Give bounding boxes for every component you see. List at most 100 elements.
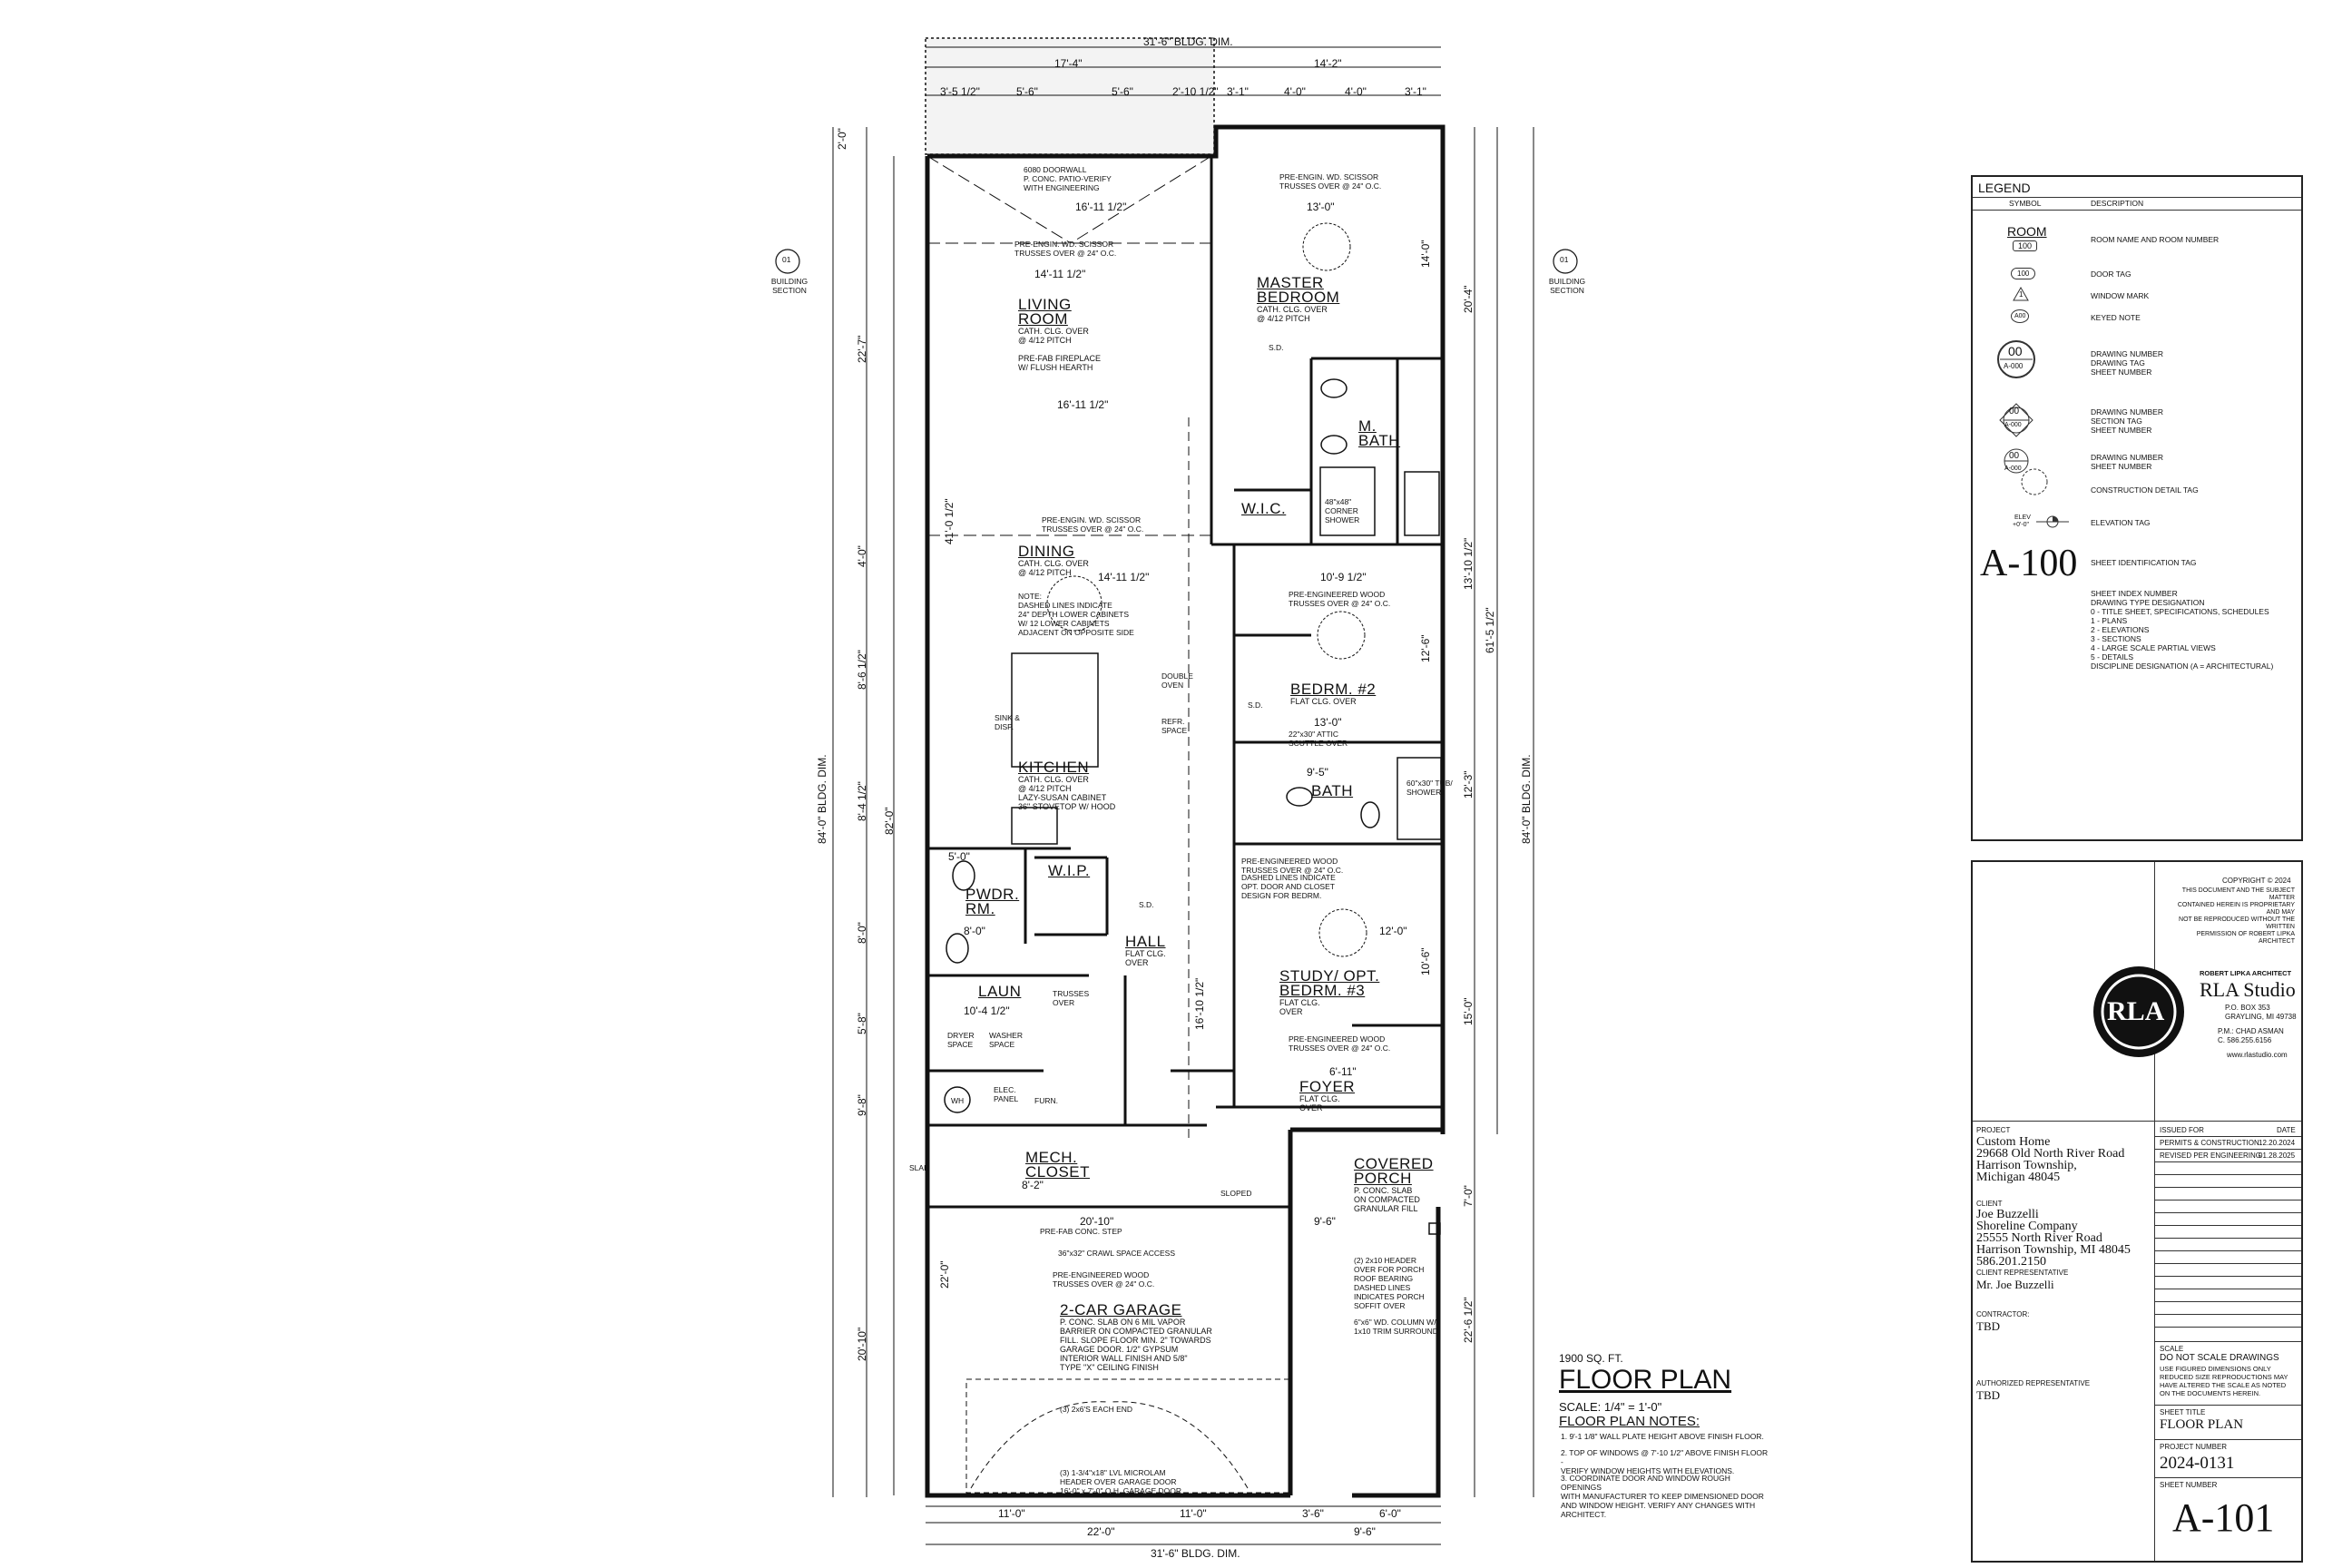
room-wic: W.I.C. (1241, 501, 1286, 516)
ceiling-fan-symbols (1046, 222, 1367, 957)
interior-dim: 10'-4 1/2" (964, 1004, 1010, 1017)
client-label: CLIENT (1976, 1200, 2003, 1208)
interior-dim: 13'-0" (1314, 716, 1342, 729)
project-info: Custom Home 29668 Old North River Road H… (1976, 1135, 2125, 1184)
interior-dim: 12'-0" (1379, 925, 1407, 937)
room-kitchen: KITCHEN CATH. CLG. OVER @ 4/12 PITCH LAZ… (1018, 760, 1115, 811)
bottom-sub-dim: 9'-6" (1354, 1525, 1376, 1538)
smoke-detector-note-3: S.D. (1139, 900, 1154, 909)
attic-note: 22"x30" ATTIC SCUTTLE OVER (1289, 730, 1348, 748)
room-study: STUDY/ OPT. BEDRM. #3 FLAT CLG. OVER (1279, 967, 1380, 1016)
room-wip: W.I.P. (1048, 863, 1090, 878)
tub-note: 60"x30" TUB/ SHOWER (1406, 779, 1453, 797)
room-notes: CATH. CLG. OVER @ 4/12 PITCH LAZY-SUSAN … (1018, 775, 1116, 811)
bottom-sub-dim: 22'-0" (1087, 1525, 1115, 1538)
dimension-lines (832, 46, 1534, 1545)
interior-dim: 8'-2" (1022, 1179, 1044, 1191)
truss-note-dining: PRE-ENGIN. WD. SCISSOR TRUSSES OVER @ 24… (1042, 515, 1144, 534)
left-dim: 9'-8" (856, 1094, 868, 1116)
legend-room-word: ROOM (2007, 224, 2047, 239)
washer-note: WASHER SPACE (989, 1031, 1023, 1049)
section-tag-left-label: BUILDING SECTION (770, 277, 808, 295)
top-seg-dim: 4'-0" (1284, 85, 1306, 98)
plan-note-3: 3. COORDINATE DOOR AND WINDOW ROUGH OPEN… (1561, 1474, 1764, 1519)
issue-label: PERMITS & CONSTRUCTION (2160, 1139, 2259, 1147)
column-note: 6"x6" WD. COLUMN W/ 1x10 TRIM SURROUND (1354, 1318, 1438, 1336)
room-name: LAUN (978, 983, 1022, 1000)
architect-name: ROBERT LIPKA ARCHITECT (2200, 969, 2292, 977)
interior-dim: 9'-5" (1307, 766, 1328, 779)
room-dining: DINING CATH. CLG. OVER @ 4/12 PITCH (1018, 544, 1089, 577)
drawing-tag-l1: DRAWING NUMBER (2091, 349, 2163, 358)
room-name-2: ROOM (1018, 310, 1068, 328)
step-note: PRE-FAB CONC. STEP (1040, 1227, 1122, 1236)
interior-dim: 41'-0 1/2" (943, 498, 956, 544)
detail-tag-icon (2004, 448, 2048, 495)
right-dim: 12'-3" (1462, 770, 1475, 799)
room-name-2: BATH (1358, 432, 1401, 449)
plan-notes-title: FLOOR PLAN NOTES: (1559, 1414, 1700, 1429)
issued-label: ISSUED FOR (2160, 1126, 2204, 1134)
top-left-sub-dim: 17'-4" (1054, 57, 1083, 70)
auth-rep: TBD (1976, 1388, 2000, 1402)
project-number: 2024-0131 (2160, 1454, 2235, 1473)
project-number-label: PROJECT NUMBER (2160, 1443, 2228, 1451)
interior-dim: 14'-0" (1419, 240, 1432, 268)
room-powder: PWDR. RM. (965, 887, 1019, 916)
room-notes: CATH. CLG. OVER @ 4/12 PITCH (1018, 559, 1089, 577)
plan-scale: SCALE: 1/4" = 1'-0" (1559, 1400, 1662, 1414)
room-laundry: LAUN (978, 983, 1022, 1000)
drawing-tag-sheet: A-000 (2004, 362, 2024, 370)
elec-panel-note: ELEC. PANEL (994, 1085, 1019, 1103)
room-bedroom-2: BEDRM. #2 FLAT CLG. OVER (1290, 681, 1376, 706)
room-mech-closet: MECH. CLOSET (1025, 1149, 1090, 1180)
room-notes: P. CONC. SLAB ON 6 MIL VAPOR BARRIER ON … (1060, 1318, 1212, 1372)
legend-desc-keyed: KEYED NOTE (2091, 313, 2141, 322)
legend-room-num: 100 (2013, 240, 2038, 251)
right-building-dim: 84'-0" BLDG. DIM. (1520, 754, 1533, 844)
elevation-tag-icon (2036, 515, 2069, 528)
interior-dim: 20'-10" (1080, 1215, 1114, 1228)
scale-text: DO NOT SCALE DRAWINGS (2160, 1353, 2279, 1363)
corner-shower-note: 48"x48" CORNER SHOWER (1325, 497, 1360, 524)
smoke-detector-note-2: S.D. (1248, 701, 1263, 710)
furnace-note: FURN. (1034, 1096, 1058, 1105)
interior-dim: 13'-0" (1307, 201, 1335, 213)
room-living: LIVING ROOM CATH. CLG. OVER @ 4/12 PITCH… (1018, 297, 1101, 372)
room-name: PWDR. (965, 886, 1020, 903)
left-dim: 8'-4 1/2" (856, 781, 868, 821)
drawing-tag-l2: DRAWING TAG (2091, 358, 2145, 368)
rla-logo (2093, 966, 2184, 1057)
right-dim: 22'-6 1/2" (1462, 1297, 1475, 1343)
left-dim: 4'-0" (856, 545, 868, 567)
detail-tag-l1: DRAWING NUMBER (2091, 453, 2163, 462)
interior-dim: 5'-0" (948, 850, 970, 863)
right-dim: 15'-0" (1462, 997, 1475, 1025)
interior-walls (927, 156, 1443, 1209)
logo-text: RLA (2107, 996, 2165, 1026)
legend-desc-room: ROOM NAME AND ROOM NUMBER (2091, 235, 2220, 244)
room-name-2: PORCH (1354, 1170, 1412, 1187)
right-dim: 61'-5 1/2" (1484, 607, 1496, 653)
garage-header-top-note: (3) 2x6'S EACH END (1060, 1405, 1133, 1414)
legend-title: LEGEND (1978, 181, 2031, 195)
room-name: MECH. (1025, 1149, 1078, 1166)
scale-sub: USE FIGURED DIMENSIONS ONLY REDUCED SIZE… (2160, 1365, 2288, 1397)
bottom-seg-dim: 11'-0" (998, 1507, 1025, 1520)
room-name-2: BEDROOM (1257, 289, 1340, 306)
room-notes: FLAT CLG. OVER (1299, 1094, 1340, 1112)
room-name: STUDY/ OPT. (1279, 967, 1380, 985)
elevation-tag-l1: ELEV (2014, 514, 2031, 521)
auth-rep-label: AUTHORIZED REPRESENTATIVE (1976, 1379, 2091, 1387)
room-name: M. (1358, 417, 1377, 435)
section-tag-l2: SECTION TAG (2091, 416, 2142, 426)
section-tag-sheet: A-000 (2004, 422, 2022, 428)
bottom-seg-dim: 6'-0" (1379, 1507, 1401, 1520)
truss-note-master: PRE-ENGIN. WD. SCISSOR TRUSSES OVER @ 24… (1279, 172, 1382, 191)
sheet-number: A-101 (2172, 1495, 2275, 1540)
room-notes: FLAT CLG. OVER (1125, 949, 1166, 967)
section-tag-num: 00 (2009, 407, 2020, 416)
studio-address: P.O. BOX 353 GRAYLING, MI 49738 (2225, 1004, 2297, 1021)
patio-slab (925, 37, 1215, 155)
left-dim: 5'-8" (856, 1013, 868, 1034)
